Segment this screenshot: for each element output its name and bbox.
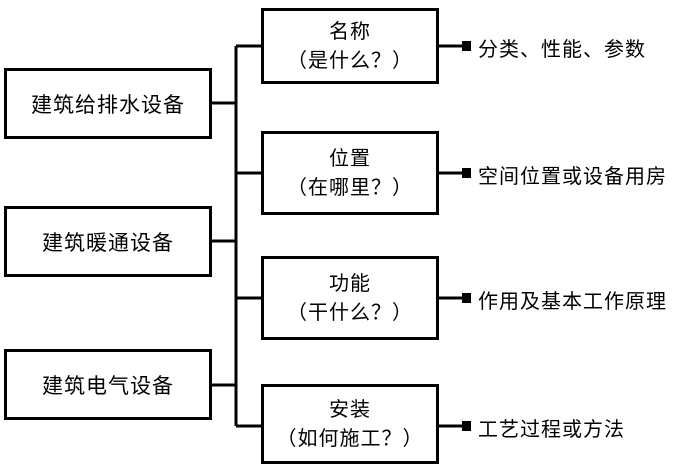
aspect-title: 功能: [329, 271, 371, 295]
aspect-question: （在哪里？）: [287, 175, 413, 199]
aspect-question: （干什么？）: [287, 300, 413, 324]
source-label: 建筑给排水设备: [31, 92, 185, 117]
note-marker-4: [462, 421, 471, 431]
source-box-hvac: 建筑暖通设备: [4, 206, 212, 277]
note-marker-2: [462, 168, 471, 178]
note-process-method: 工艺过程或方法: [478, 417, 625, 441]
note-marker-3: [462, 293, 471, 303]
note-marker-1: [462, 41, 471, 51]
source-label: 建筑电气设备: [42, 373, 174, 398]
aspect-title: 安装: [329, 397, 371, 421]
note-classification: 分类、性能、参数: [478, 37, 646, 61]
note-space-location: 空间位置或设备用房: [478, 164, 667, 188]
aspect-title: 名称: [329, 19, 371, 43]
aspect-title: 位置: [329, 146, 371, 170]
aspect-question: （是什么？）: [287, 48, 413, 72]
source-label: 建筑暖通设备: [42, 230, 174, 255]
source-box-electrical: 建筑电气设备: [4, 349, 212, 420]
source-box-water-supply: 建筑给排水设备: [4, 68, 212, 139]
aspect-box-name: 名称 （是什么？）: [261, 8, 439, 84]
aspect-box-location: 位置 （在哪里？）: [261, 131, 439, 215]
aspect-question: （如何施工？）: [276, 426, 424, 450]
aspect-box-function: 功能 （干什么？）: [261, 256, 439, 340]
aspect-box-installation: 安装 （如何施工？）: [261, 384, 439, 464]
note-working-principle: 作用及基本工作原理: [478, 289, 667, 313]
